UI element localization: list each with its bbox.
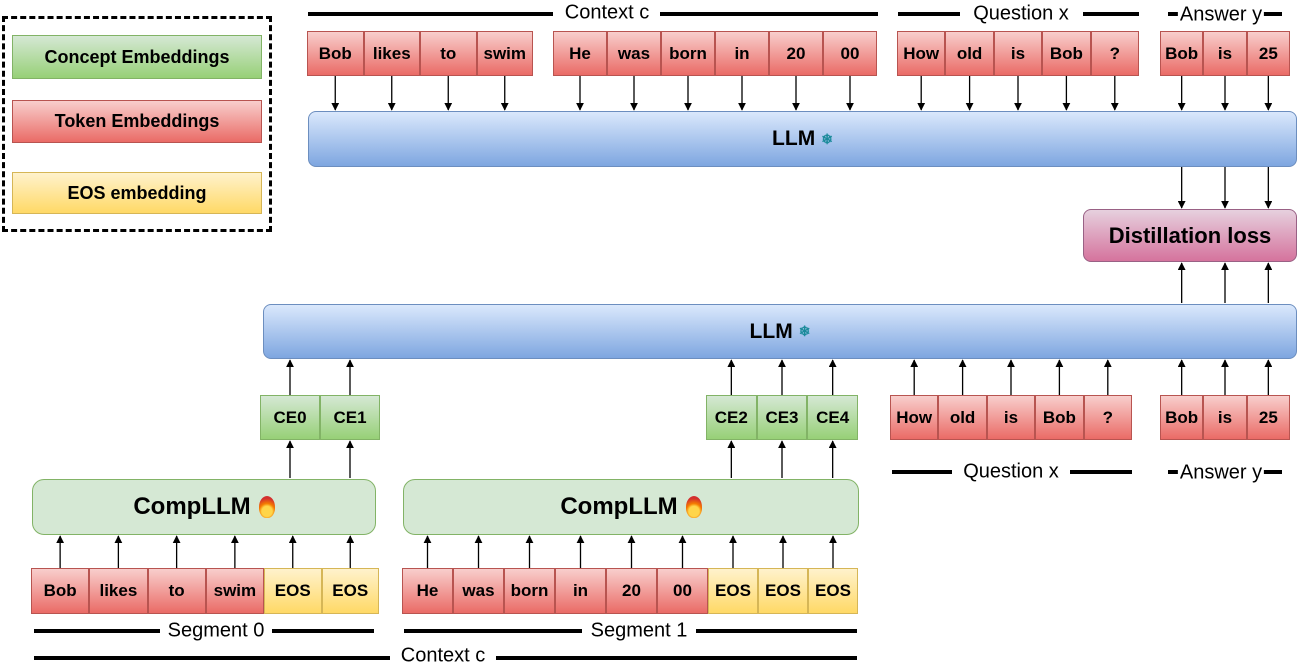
token-embedding: Bob xyxy=(1035,395,1084,440)
legend xyxy=(2,16,272,232)
token-embedding: in xyxy=(555,568,606,614)
answer-label-top: Answer y xyxy=(1177,3,1265,27)
eos-embedding: EOS xyxy=(321,568,379,614)
token-embedding: 20 xyxy=(606,568,657,614)
concept-embedding: CE0 xyxy=(260,395,320,440)
token-embedding: born xyxy=(661,31,715,76)
legend-token-embeddings: Token Embeddings xyxy=(12,100,262,143)
token-embedding: He xyxy=(402,568,453,614)
answer-label-middle: Answer y xyxy=(1177,461,1265,485)
token-embedding: ? xyxy=(1090,31,1139,76)
token-embedding: 25 xyxy=(1246,395,1290,440)
llm-top: LLM ❄ xyxy=(308,111,1297,167)
token-embedding: 00 xyxy=(657,568,708,614)
token-embedding: swim xyxy=(205,568,264,614)
token-embedding: to xyxy=(420,31,477,76)
arrow-group xyxy=(56,76,1273,568)
token-embedding: 00 xyxy=(823,31,877,76)
token-embedding: old xyxy=(945,31,994,76)
compllm-segment1: CompLLM xyxy=(403,479,859,535)
segment1-label: Segment 1 xyxy=(588,619,690,643)
snowflake-icon: ❄ xyxy=(821,130,833,147)
token-embedding: was xyxy=(607,31,661,76)
token-embedding: Bob xyxy=(31,568,90,614)
legend-concept-embeddings: Concept Embeddings xyxy=(12,35,262,79)
token-embedding: Bob xyxy=(1160,31,1204,76)
token-embedding: is xyxy=(986,395,1036,440)
token-embedding: likes xyxy=(363,31,420,76)
question-label-top: Question x xyxy=(971,2,1071,26)
fire-icon xyxy=(685,496,702,518)
token-embedding: to xyxy=(147,568,206,614)
token-embedding: is xyxy=(1203,31,1247,76)
token-embedding: swim xyxy=(476,31,533,76)
token-embedding: in xyxy=(715,31,769,76)
token-embedding: was xyxy=(453,568,504,614)
token-embedding: old xyxy=(938,395,987,440)
question-label-middle: Question x xyxy=(961,460,1061,484)
distillation-loss-label: Distillation loss xyxy=(1108,222,1272,248)
concept-embedding: CE4 xyxy=(807,395,858,440)
eos-embedding: EOS xyxy=(758,568,808,614)
llm-top-label: LLM xyxy=(772,127,816,150)
legend-eos-embedding: EOS embedding xyxy=(12,172,262,214)
token-embedding: How xyxy=(890,395,939,440)
token-embedding: 20 xyxy=(769,31,823,76)
concept-embedding: CE1 xyxy=(320,395,380,440)
token-embedding: likes xyxy=(89,568,148,614)
token-embedding: ? xyxy=(1083,395,1132,440)
token-embedding: is xyxy=(993,31,1043,76)
distillation-loss-box: Distillation loss xyxy=(1083,209,1297,262)
eos-embedding: EOS xyxy=(264,568,322,614)
eos-embedding: EOS xyxy=(708,568,758,614)
token-embedding: He xyxy=(553,31,607,76)
context-label-bottom: Context c xyxy=(398,644,488,668)
llm-middle-label: LLM xyxy=(749,319,793,343)
token-embedding: Bob xyxy=(1160,395,1204,440)
token-embedding: Bob xyxy=(307,31,364,76)
segment0-label: Segment 0 xyxy=(165,619,267,643)
token-embedding: is xyxy=(1203,395,1247,440)
token-embedding: How xyxy=(897,31,946,76)
compllm-segment1-label: CompLLM xyxy=(560,493,678,520)
token-embedding: born xyxy=(504,568,555,614)
compllm-segment0: CompLLM xyxy=(32,479,376,535)
context-label-top: Context c xyxy=(562,1,652,25)
llm-middle: LLM ❄ xyxy=(263,304,1297,359)
eos-embedding: EOS xyxy=(808,568,858,614)
snowflake-icon: ❄ xyxy=(798,323,811,339)
fire-icon xyxy=(258,496,275,518)
compllm-segment0-label: CompLLM xyxy=(133,493,251,520)
concept-embedding: CE3 xyxy=(756,395,808,440)
token-embedding: Bob xyxy=(1042,31,1091,76)
token-embedding: 25 xyxy=(1246,31,1290,76)
concept-embedding: CE2 xyxy=(706,395,757,440)
